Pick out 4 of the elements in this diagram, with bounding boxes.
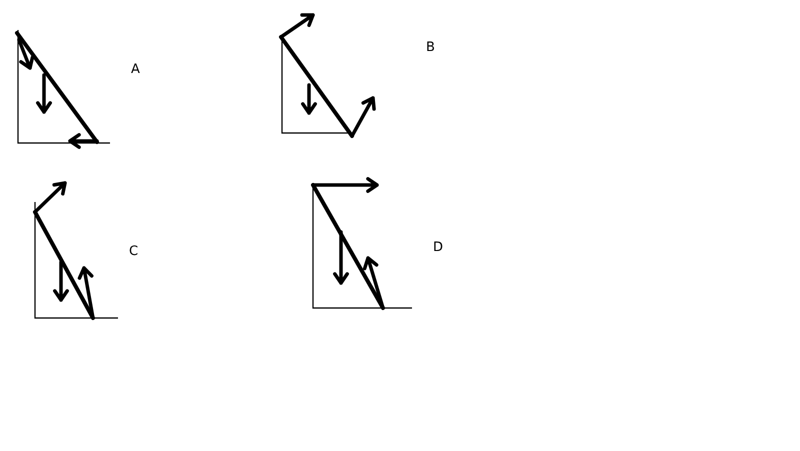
option-label: D xyxy=(433,240,444,255)
option-label: B xyxy=(426,40,435,55)
option-label: A xyxy=(131,62,140,77)
option-label: C xyxy=(129,244,138,259)
